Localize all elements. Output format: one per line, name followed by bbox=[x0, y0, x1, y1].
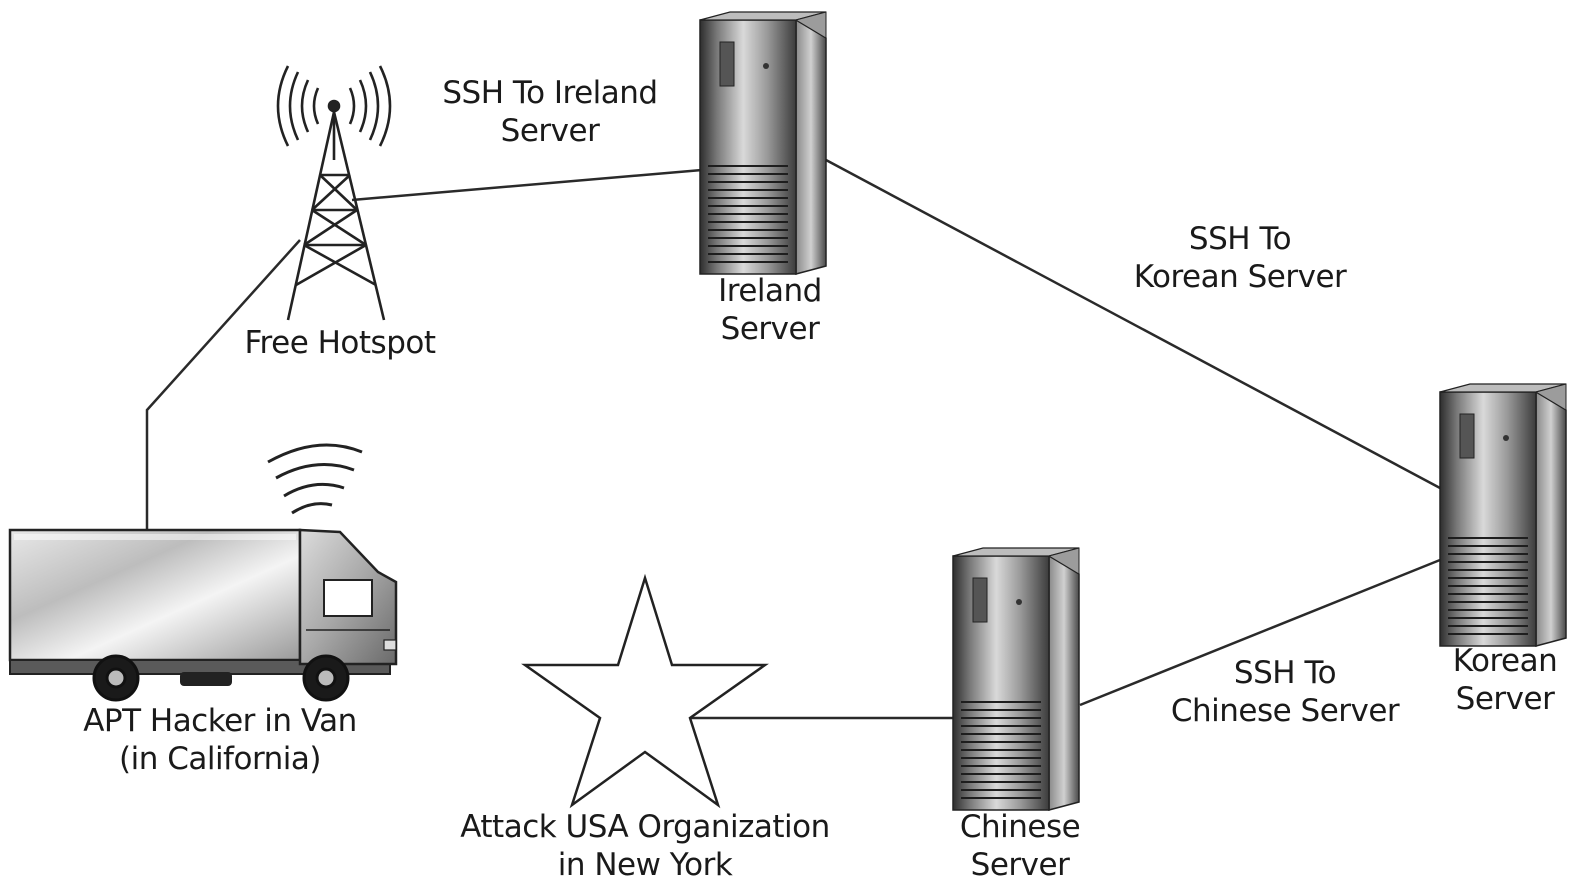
target-label-line2: in New York bbox=[557, 847, 733, 883]
korean-server-label-line2: Server bbox=[1455, 681, 1555, 717]
ireland-server-icon bbox=[699, 11, 827, 275]
edge-label-korea-china: SSH To Chinese Server bbox=[1160, 654, 1410, 730]
truck-icon bbox=[8, 443, 398, 702]
chinese-server-label-line2: Server bbox=[970, 847, 1070, 883]
edge-label-hotspot-ireland: SSH To Ireland Server bbox=[420, 74, 680, 150]
chinese-server-label: Chinese Server bbox=[940, 808, 1100, 884]
ireland-server-label-line1: Ireland bbox=[718, 273, 822, 309]
edge-label-korea-china-line1: SSH To bbox=[1233, 655, 1337, 691]
edge-label-hotspot-ireland-line2: Server bbox=[500, 113, 600, 149]
edge-hotspot-ireland bbox=[351, 168, 703, 202]
hotspot-label: Free Hotspot bbox=[244, 325, 436, 361]
chinese-server-label-line1: Chinese bbox=[959, 809, 1081, 845]
edge-label-ireland-korea-line1: SSH To bbox=[1188, 221, 1292, 257]
van-label: APT Hacker in Van (in California) bbox=[60, 702, 380, 778]
korean-server-label: Korean Server bbox=[1430, 642, 1577, 718]
ireland-server-label-line2: Server bbox=[720, 311, 820, 347]
van-label-line2: (in California) bbox=[118, 741, 322, 777]
target-label-line1: Attack USA Organization bbox=[460, 809, 830, 845]
radio-tower-icon bbox=[276, 65, 392, 321]
edge-korea-china bbox=[1079, 558, 1441, 707]
edge-ireland-korea bbox=[825, 158, 1441, 490]
edge-label-ireland-korea: SSH To Korean Server bbox=[1120, 220, 1360, 296]
edge-label-hotspot-ireland-line1: SSH To Ireland bbox=[442, 75, 658, 111]
edge-van-hotspot bbox=[145, 239, 301, 530]
target-label: Attack USA Organization in New York bbox=[440, 808, 850, 884]
korean-server-icon bbox=[1439, 383, 1567, 647]
van-label-line1: APT Hacker in Van bbox=[83, 703, 357, 739]
korean-server-label-line1: Korean bbox=[1452, 643, 1558, 679]
edge-label-korea-china-line2: Chinese Server bbox=[1170, 693, 1400, 729]
star-icon bbox=[521, 573, 769, 809]
ireland-server-label: Ireland Server bbox=[690, 272, 850, 348]
edge-label-ireland-korea-line2: Korean Server bbox=[1133, 259, 1347, 295]
chinese-server-icon bbox=[952, 547, 1080, 811]
